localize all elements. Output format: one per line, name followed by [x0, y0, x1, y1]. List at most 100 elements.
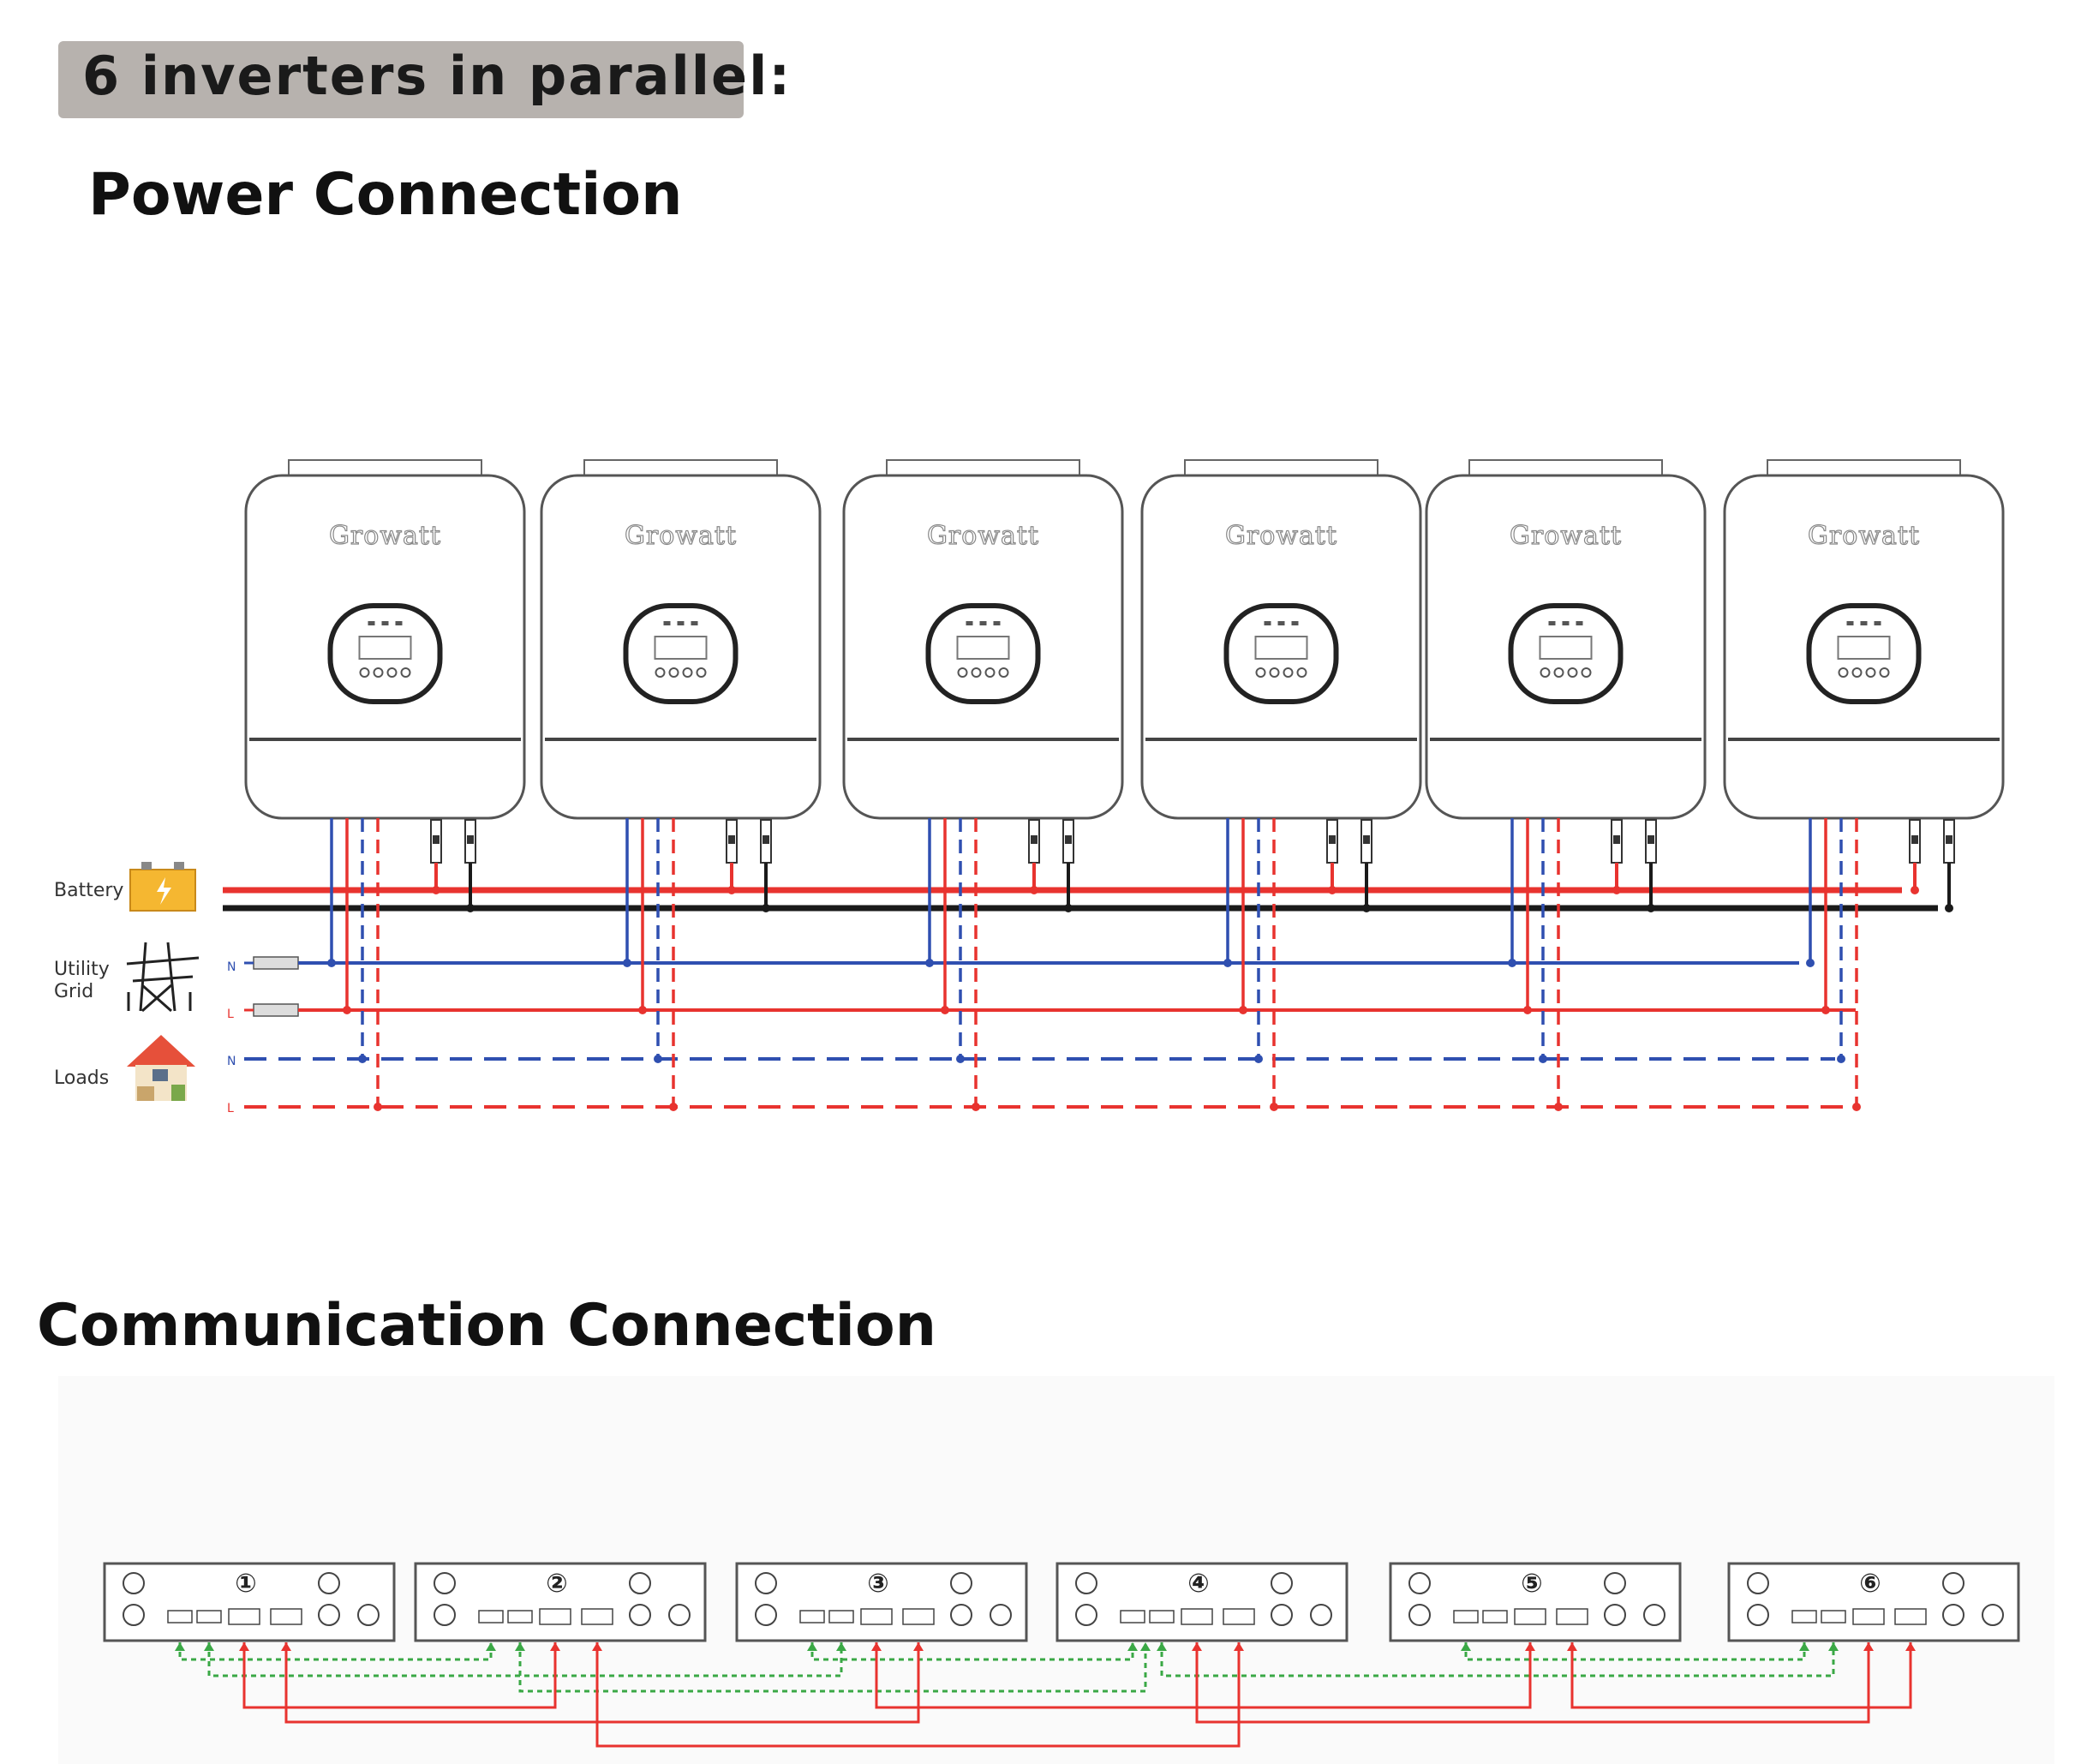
wire-arrow [1140, 1642, 1151, 1651]
sync-port [1120, 1610, 1145, 1623]
control-button [971, 667, 982, 678]
port-hole [123, 1604, 145, 1626]
terminal-clamp [1946, 835, 1952, 844]
title-banner [58, 41, 744, 118]
junction-dot [925, 959, 934, 967]
comm-panel [1055, 1562, 1349, 1642]
port-hole [1643, 1604, 1665, 1626]
terminal-clamp [467, 835, 474, 844]
wire-arrow [1905, 1642, 1916, 1651]
junction-dot [1554, 1103, 1563, 1111]
junction-dot [1647, 904, 1655, 912]
status-led [1548, 621, 1556, 625]
terminal-clamp [762, 835, 769, 844]
port-hole [1982, 1604, 2004, 1626]
port-hole [1747, 1572, 1769, 1594]
terminal-clamp [1031, 835, 1038, 844]
junction-dot [432, 886, 440, 894]
control-button [984, 667, 996, 678]
terminal-clamp [1329, 835, 1336, 844]
junction-dot [1328, 886, 1337, 894]
control-button [1283, 667, 1294, 678]
port-hole [629, 1604, 651, 1626]
sync-port [828, 1610, 854, 1623]
lcd-screen [654, 636, 708, 660]
port-hole [1408, 1604, 1431, 1626]
status-led [1264, 621, 1271, 625]
terminal-clamp [1648, 835, 1654, 844]
control-button [1269, 667, 1280, 678]
comm-unit-5: ⑤ [1389, 1562, 1682, 1642]
terminal-clamp [1065, 835, 1072, 844]
communication-connection-heading: Communication Connection [37, 1292, 937, 1360]
comm-panel [1727, 1562, 2020, 1642]
control-button [1567, 667, 1578, 678]
unit-number-label: ④ [1187, 1569, 1209, 1599]
port-hole [1075, 1572, 1097, 1594]
comm-unit-1: ① [103, 1562, 396, 1642]
sync-port [1821, 1610, 1846, 1623]
port-hole [434, 1604, 456, 1626]
junction-dot [374, 1103, 382, 1111]
junction-dot [1064, 904, 1073, 912]
loads-n-tag: N [227, 1055, 236, 1068]
junction-dot [638, 1006, 647, 1014]
wire-arrow [807, 1642, 817, 1651]
control-button [359, 667, 370, 678]
parallel-port [581, 1608, 613, 1625]
house-icon [127, 1035, 195, 1101]
sync-port [799, 1610, 825, 1623]
control-button [400, 667, 411, 678]
wire-arrow [175, 1642, 185, 1651]
grid-l-tag: L [227, 1008, 234, 1021]
junction-dot [327, 959, 336, 967]
sync-link-2-4 [518, 1642, 1147, 1693]
junction-dot [343, 1006, 351, 1014]
control-button [373, 667, 384, 678]
parallel-port [1181, 1608, 1213, 1625]
terminal-clamp [728, 835, 735, 844]
wire-arrow [1192, 1642, 1202, 1651]
sync-port [1149, 1610, 1175, 1623]
control-button [655, 667, 666, 678]
port-hole [318, 1604, 340, 1626]
status-led [1291, 621, 1299, 625]
port-hole [1310, 1604, 1332, 1626]
status-led [381, 621, 389, 625]
status-led [395, 621, 403, 625]
wire-arrow [1799, 1642, 1809, 1651]
port-hole [318, 1572, 340, 1594]
port-hole [990, 1604, 1012, 1626]
junction-dot [623, 959, 631, 967]
wire-arrow [1567, 1642, 1577, 1651]
wire-arrow [550, 1642, 560, 1651]
junction-dot [1945, 904, 1953, 912]
control-button [957, 667, 968, 678]
wire-arrow [1461, 1642, 1471, 1651]
control-button [1851, 667, 1863, 678]
junction-dot [1821, 1006, 1830, 1014]
terminal-clamp [1363, 835, 1370, 844]
status-led [368, 621, 375, 625]
status-led [993, 621, 1001, 625]
comm-panel [735, 1562, 1028, 1642]
parallel-link-2-4 [595, 1642, 1241, 1748]
parallel-link-5-6 [1570, 1642, 1912, 1709]
port-hole [755, 1604, 777, 1626]
parallel-port [539, 1608, 571, 1625]
port-hole [950, 1572, 972, 1594]
port-hole [123, 1572, 145, 1594]
junction-dot [1239, 1006, 1247, 1014]
terminal-clamp [433, 835, 440, 844]
lcd-screen [1539, 636, 1593, 660]
inverter-1: Growatt [244, 459, 526, 1111]
control-button [1581, 667, 1592, 678]
status-led [1874, 621, 1881, 625]
parallel-link-4-6 [1195, 1642, 1870, 1724]
parallel-port [860, 1608, 893, 1625]
comm-panel [414, 1562, 707, 1642]
junction-dot [1223, 959, 1232, 967]
inverter-4: Growatt [1140, 459, 1422, 1111]
